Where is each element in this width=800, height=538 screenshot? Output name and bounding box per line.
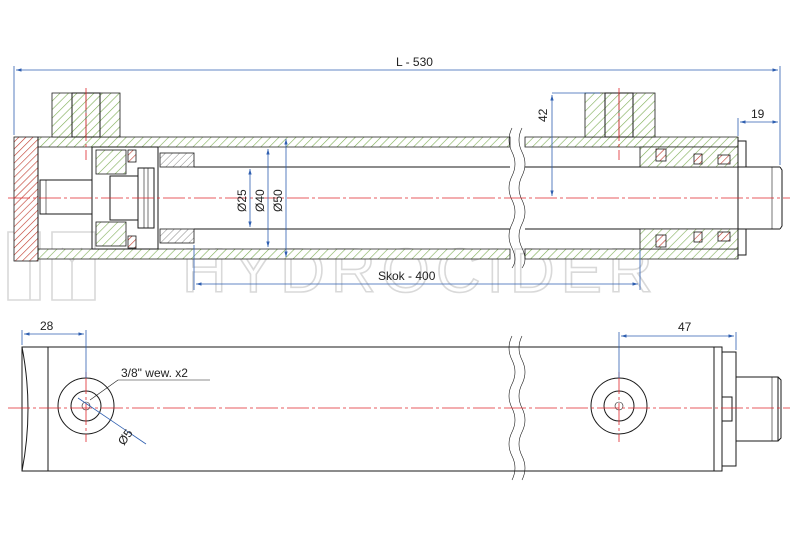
section-dimensions: L - 530 42 19 Ø25 Ø40 Ø50 Skok - 400 <box>13 55 781 290</box>
rod-extension-label: 19 <box>751 107 765 121</box>
rod-diameter-label: Ø25 <box>235 189 249 212</box>
tube-diameter-label: Ø50 <box>271 189 285 212</box>
rod-exterior <box>735 376 779 442</box>
gland <box>639 137 747 259</box>
stroke-label: Skok - 400 <box>378 269 436 283</box>
port-height-label: 42 <box>536 108 550 122</box>
exterior-dimensions: 28 47 3/8" wew. x2 Ø5 <box>21 319 737 448</box>
exterior-view <box>8 335 790 481</box>
port-boss-right <box>584 92 656 138</box>
gland-exterior <box>721 351 737 467</box>
port-hole-label: Ø5 <box>115 426 136 447</box>
watermark: HYDROCIDER <box>7 231 659 307</box>
watermark-text: HYDROCIDER <box>182 237 659 306</box>
end-cap <box>13 136 39 262</box>
port-thread-label: 3/8" wew. x2 <box>121 366 188 380</box>
break-line <box>508 127 516 269</box>
tube-wall-bottom <box>37 248 511 260</box>
tube-wall-top <box>37 136 511 148</box>
section-view <box>8 88 790 269</box>
port-offset-left-label: 28 <box>40 319 54 333</box>
thread-leader <box>89 379 119 401</box>
cap-pivot <box>39 179 93 215</box>
port-offset-right-label: 47 <box>678 320 692 334</box>
overall-length-label: L - 530 <box>396 55 433 69</box>
bore-diameter-label: Ø40 <box>253 189 267 212</box>
